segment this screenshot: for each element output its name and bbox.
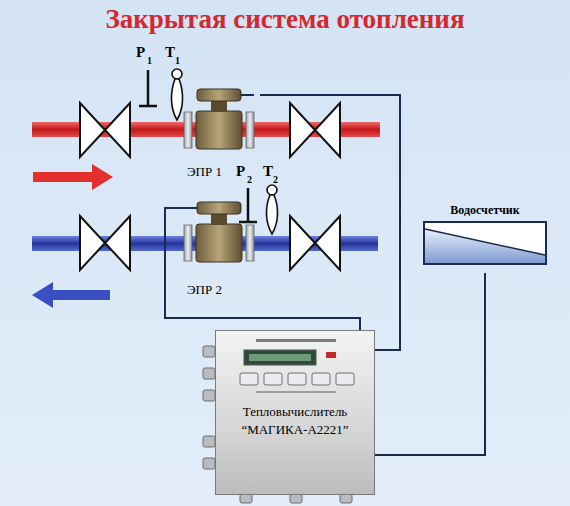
flowmeter-node: ЭПР 2 — [183, 198, 260, 300]
thermometer-symbol — [172, 69, 182, 79]
cable-gland — [203, 390, 215, 401]
thermometer-symbol — [171, 79, 182, 120]
flowmeter-symbol — [183, 202, 254, 262]
cable-gland — [203, 346, 215, 357]
cable-gland — [203, 436, 215, 447]
valve-symbol — [315, 103, 340, 157]
indicator — [326, 352, 336, 358]
pressure-sensor — [239, 221, 257, 224]
thermometer-symbol — [267, 185, 277, 195]
flange — [246, 225, 254, 261]
sensor-subscript: 1 — [147, 55, 152, 66]
meter-head — [197, 202, 241, 214]
thermometer-symbol — [266, 195, 277, 234]
panel-button — [240, 373, 258, 385]
sensor-subscript: 1 — [175, 55, 180, 66]
valve-symbol — [80, 216, 105, 270]
water-meter-symbol — [423, 221, 547, 265]
cable-gland — [203, 368, 215, 379]
meter-stem — [211, 213, 227, 225]
cable-gland — [340, 494, 352, 503]
device-label: Тепловычислитель “МАГИКА-А2221” — [228, 403, 362, 438]
pressure-sensor — [147, 70, 150, 106]
signal-wire — [183, 207, 197, 209]
flowmeter-label: ЭПР 2 — [187, 282, 260, 298]
panel-button — [264, 373, 282, 385]
flow-arrow — [92, 164, 113, 190]
panel-button — [288, 373, 306, 385]
panel-button — [336, 373, 354, 385]
valve-symbol — [290, 216, 315, 270]
signal-wire — [165, 208, 360, 330]
sensor-label: P — [236, 163, 245, 180]
water-meter-label: Водосчетчик — [412, 203, 558, 218]
meter-stem — [211, 100, 227, 112]
display-screen — [244, 350, 316, 365]
valve-symbol — [80, 103, 340, 270]
pressure-sensor — [139, 105, 157, 108]
valve-symbol — [80, 103, 105, 157]
panel-line — [256, 391, 336, 393]
valve-symbol — [105, 103, 130, 157]
water-meter-box — [424, 222, 546, 264]
valve-symbol — [105, 216, 130, 270]
flange — [246, 112, 254, 148]
valve-symbol — [315, 216, 340, 270]
sensor-label: T — [263, 163, 273, 180]
water-meter-fill — [425, 229, 545, 263]
diagram-title: Закрытая система отопления — [0, 4, 570, 35]
meter-body — [196, 111, 242, 149]
heat-calculator-box: Тепловычислитель “МАГИКА-А2221” — [215, 330, 375, 495]
thermometer-symbol — [171, 69, 277, 234]
flange — [184, 225, 192, 261]
flow-arrow — [52, 290, 110, 300]
meter-body — [196, 224, 242, 262]
valve-symbol — [290, 103, 315, 157]
flowmeter-symbol — [184, 89, 254, 149]
panel-button — [312, 373, 330, 385]
sensor-label: T — [165, 44, 175, 61]
cable-gland — [240, 494, 252, 503]
signal-wire — [241, 94, 254, 96]
sensor-subscript: 2 — [273, 174, 278, 185]
cable-gland — [203, 458, 215, 469]
flow-arrow — [32, 282, 53, 308]
sensor-subscript: 2 — [247, 174, 252, 185]
water-meter-line — [425, 229, 545, 255]
signal-wire — [375, 273, 485, 455]
sensor-label: P — [136, 44, 145, 61]
cable-gland — [290, 494, 302, 503]
flange — [184, 112, 192, 148]
display-digits — [249, 354, 311, 361]
signal-wire — [260, 95, 400, 350]
pressure-sensor — [247, 188, 250, 222]
meter-head — [197, 89, 241, 101]
water-meter-node: Водосчетчик — [412, 203, 558, 273]
maker-plate — [256, 339, 336, 342]
pressure-sensor — [139, 70, 257, 222]
flowmeter-node: ЭПР 1 — [183, 88, 260, 182]
flow-arrow — [33, 172, 93, 182]
